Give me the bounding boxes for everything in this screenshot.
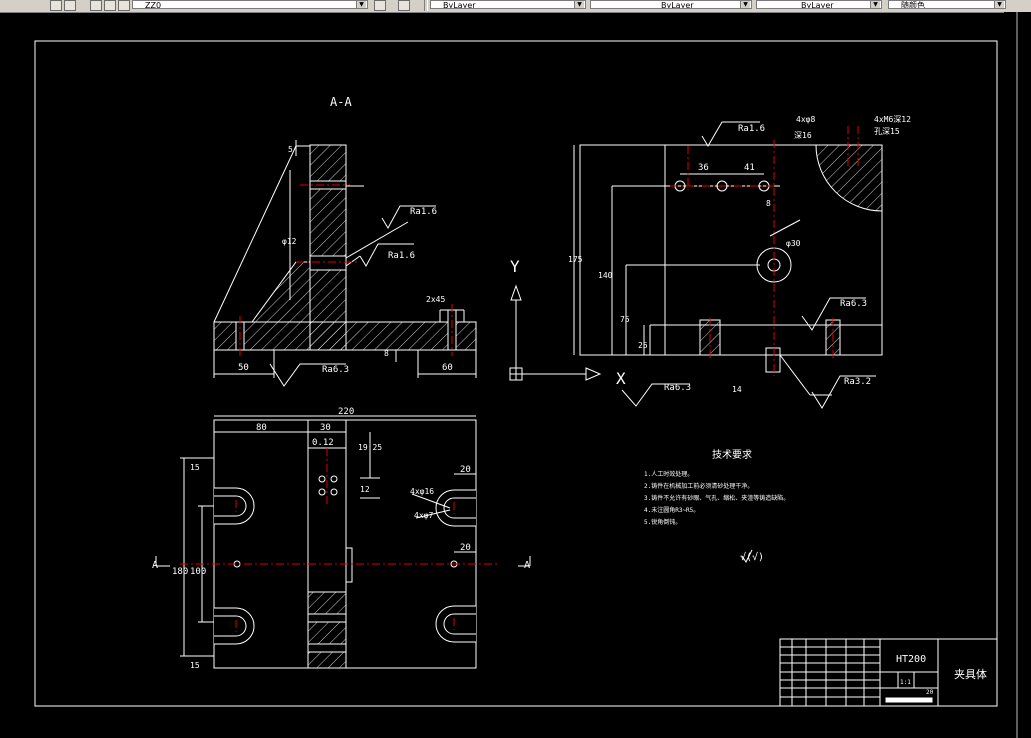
plotstyle-value: 随颜色 xyxy=(901,1,925,9)
dimension-label: 5 xyxy=(288,145,293,154)
dimension-label: 4xφ7 xyxy=(414,511,433,520)
layer-state-icon[interactable] xyxy=(50,0,62,11)
dimension-label: 25 xyxy=(638,341,648,350)
plan-view xyxy=(155,415,531,669)
base-plate xyxy=(213,321,477,351)
dimension-label: 8 xyxy=(766,199,771,208)
front-view xyxy=(573,144,883,396)
front-outline xyxy=(579,144,883,356)
roughness-label: Ra1.6 xyxy=(388,251,415,261)
section-mark-left: A xyxy=(152,560,158,571)
dimension-label: 4xφ8 xyxy=(796,115,815,124)
layer-dropdown[interactable]: ZZ0 ▼ xyxy=(132,0,368,9)
other-roughness: √(√) xyxy=(740,551,764,563)
title-block-scale: 1:1 xyxy=(900,679,911,686)
drawing-canvas[interactable]: A-A A A Y X Ra1.6 Ra1.6 Ra1.6 Ra6.3 Ra6.… xyxy=(0,12,1031,738)
dimension-label: 0.12 xyxy=(312,438,334,448)
tech-requirements-title: 技术要求 xyxy=(712,448,752,461)
rib-edge xyxy=(213,145,297,323)
dimension-label: 2x45 xyxy=(426,295,445,304)
dimension-label: 36 xyxy=(698,163,709,173)
dimension-label: 4xM6深12 xyxy=(874,115,911,124)
dimension-label: 41 xyxy=(744,163,755,173)
tech-requirement-line: 2.铸件在机械加工前必须清砂处理干净。 xyxy=(644,482,753,490)
plotstyle-dropdown[interactable]: 随颜色 ▼ xyxy=(888,0,1006,9)
roughness-label: Ra1.6 xyxy=(410,207,437,217)
dimension-label: 4xφ16 xyxy=(410,487,434,496)
chevron-down-icon[interactable]: ▼ xyxy=(356,1,366,8)
axis-x-label: X xyxy=(616,369,626,388)
dimension-label: 14 xyxy=(732,385,742,394)
dimension-label: 60 xyxy=(442,363,453,373)
lineweight-dropdown[interactable]: ByLayer ▼ xyxy=(756,0,882,9)
roughness-label: Ra6.3 xyxy=(322,365,349,375)
dimension-label: 15 xyxy=(190,661,200,670)
dimension-label: 100 xyxy=(190,567,206,577)
dimension-label: 19.25 xyxy=(358,443,382,452)
outer-frame xyxy=(34,40,998,707)
dimension-label: 孔深15 xyxy=(874,127,900,136)
axis-y-label: Y xyxy=(510,257,520,276)
dimension-label: 8 xyxy=(384,349,389,358)
thread-corner xyxy=(815,144,883,212)
layer-color-icon[interactable] xyxy=(118,0,130,11)
section-title: A-A xyxy=(330,95,352,109)
chevron-down-icon[interactable]: ▼ xyxy=(574,1,584,8)
slot xyxy=(765,347,781,373)
tech-requirement-line: 4.未注圆角R3~R5。 xyxy=(644,506,699,514)
dimension-label: 20 xyxy=(460,465,471,475)
roughness-symbols xyxy=(269,121,876,563)
lineweight-value: ByLayer xyxy=(801,1,834,9)
layer-bulb-icon[interactable] xyxy=(64,0,76,11)
title-block-part-name: 夹具体 xyxy=(954,667,987,681)
toolbar: ZZ0 ▼ ByLayer ▼ ByLayer ▼ ByLayer ▼ 随颜色 ▼ xyxy=(0,0,1031,13)
rib xyxy=(251,261,311,323)
layer-value: ZZ0 xyxy=(145,1,162,9)
ucs-axes xyxy=(509,284,602,381)
dimension-label: 180 xyxy=(172,567,188,577)
dimension-label: 12 xyxy=(360,485,370,494)
dimension-label: 140 xyxy=(598,271,613,280)
make-current-icon[interactable] xyxy=(374,0,386,11)
dimension-label: 220 xyxy=(338,407,354,417)
layer-previous-icon[interactable] xyxy=(398,0,410,11)
tech-requirement-line: 1.人工时效处理。 xyxy=(644,470,693,478)
layer-lock-icon[interactable] xyxy=(104,0,116,11)
section-view xyxy=(213,140,477,378)
dimension-label: 15 xyxy=(190,463,200,472)
linetype-dropdown[interactable]: ByLayer ▼ xyxy=(590,0,752,9)
tech-requirement-line: 3.铸件不允许有砂眼、气孔、缩松、夹渣等铸造缺陷。 xyxy=(644,494,789,502)
dimension-label: 175 xyxy=(568,255,583,264)
toolbar-separator xyxy=(424,0,428,11)
section-mark-right: A xyxy=(524,560,530,571)
title-block-material: HT200 xyxy=(896,654,926,665)
dimension-label: 80 xyxy=(256,423,267,433)
vertical-plate xyxy=(309,144,347,351)
roughness-label: Ra3.2 xyxy=(844,377,871,387)
tech-requirement-line: 5.锐角倒钝。 xyxy=(644,518,681,526)
title-block xyxy=(779,638,998,707)
dimension-label: 75 xyxy=(620,315,630,324)
color-value: ByLayer xyxy=(443,1,476,9)
chevron-down-icon[interactable]: ▼ xyxy=(870,1,880,8)
roughness-label: Ra6.3 xyxy=(840,299,867,309)
roughness-label: Ra6.3 xyxy=(664,383,691,393)
dimension-label: 深16 xyxy=(794,131,812,140)
dimension-label: φ12 xyxy=(282,237,297,246)
dimension-label: 20 xyxy=(460,543,471,553)
title-block-sheet: 20 xyxy=(926,689,934,696)
chevron-down-icon[interactable]: ▼ xyxy=(740,1,750,8)
roughness-label: Ra1.6 xyxy=(738,124,765,134)
linetype-value: ByLayer xyxy=(661,1,694,9)
dimension-label: 30 xyxy=(320,423,331,433)
layer-sun-icon[interactable] xyxy=(90,0,102,11)
dimension-label: 50 xyxy=(238,363,249,373)
color-dropdown[interactable]: ByLayer ▼ xyxy=(430,0,586,9)
chevron-down-icon[interactable]: ▼ xyxy=(994,1,1004,8)
dimension-label: φ30 xyxy=(786,239,801,248)
